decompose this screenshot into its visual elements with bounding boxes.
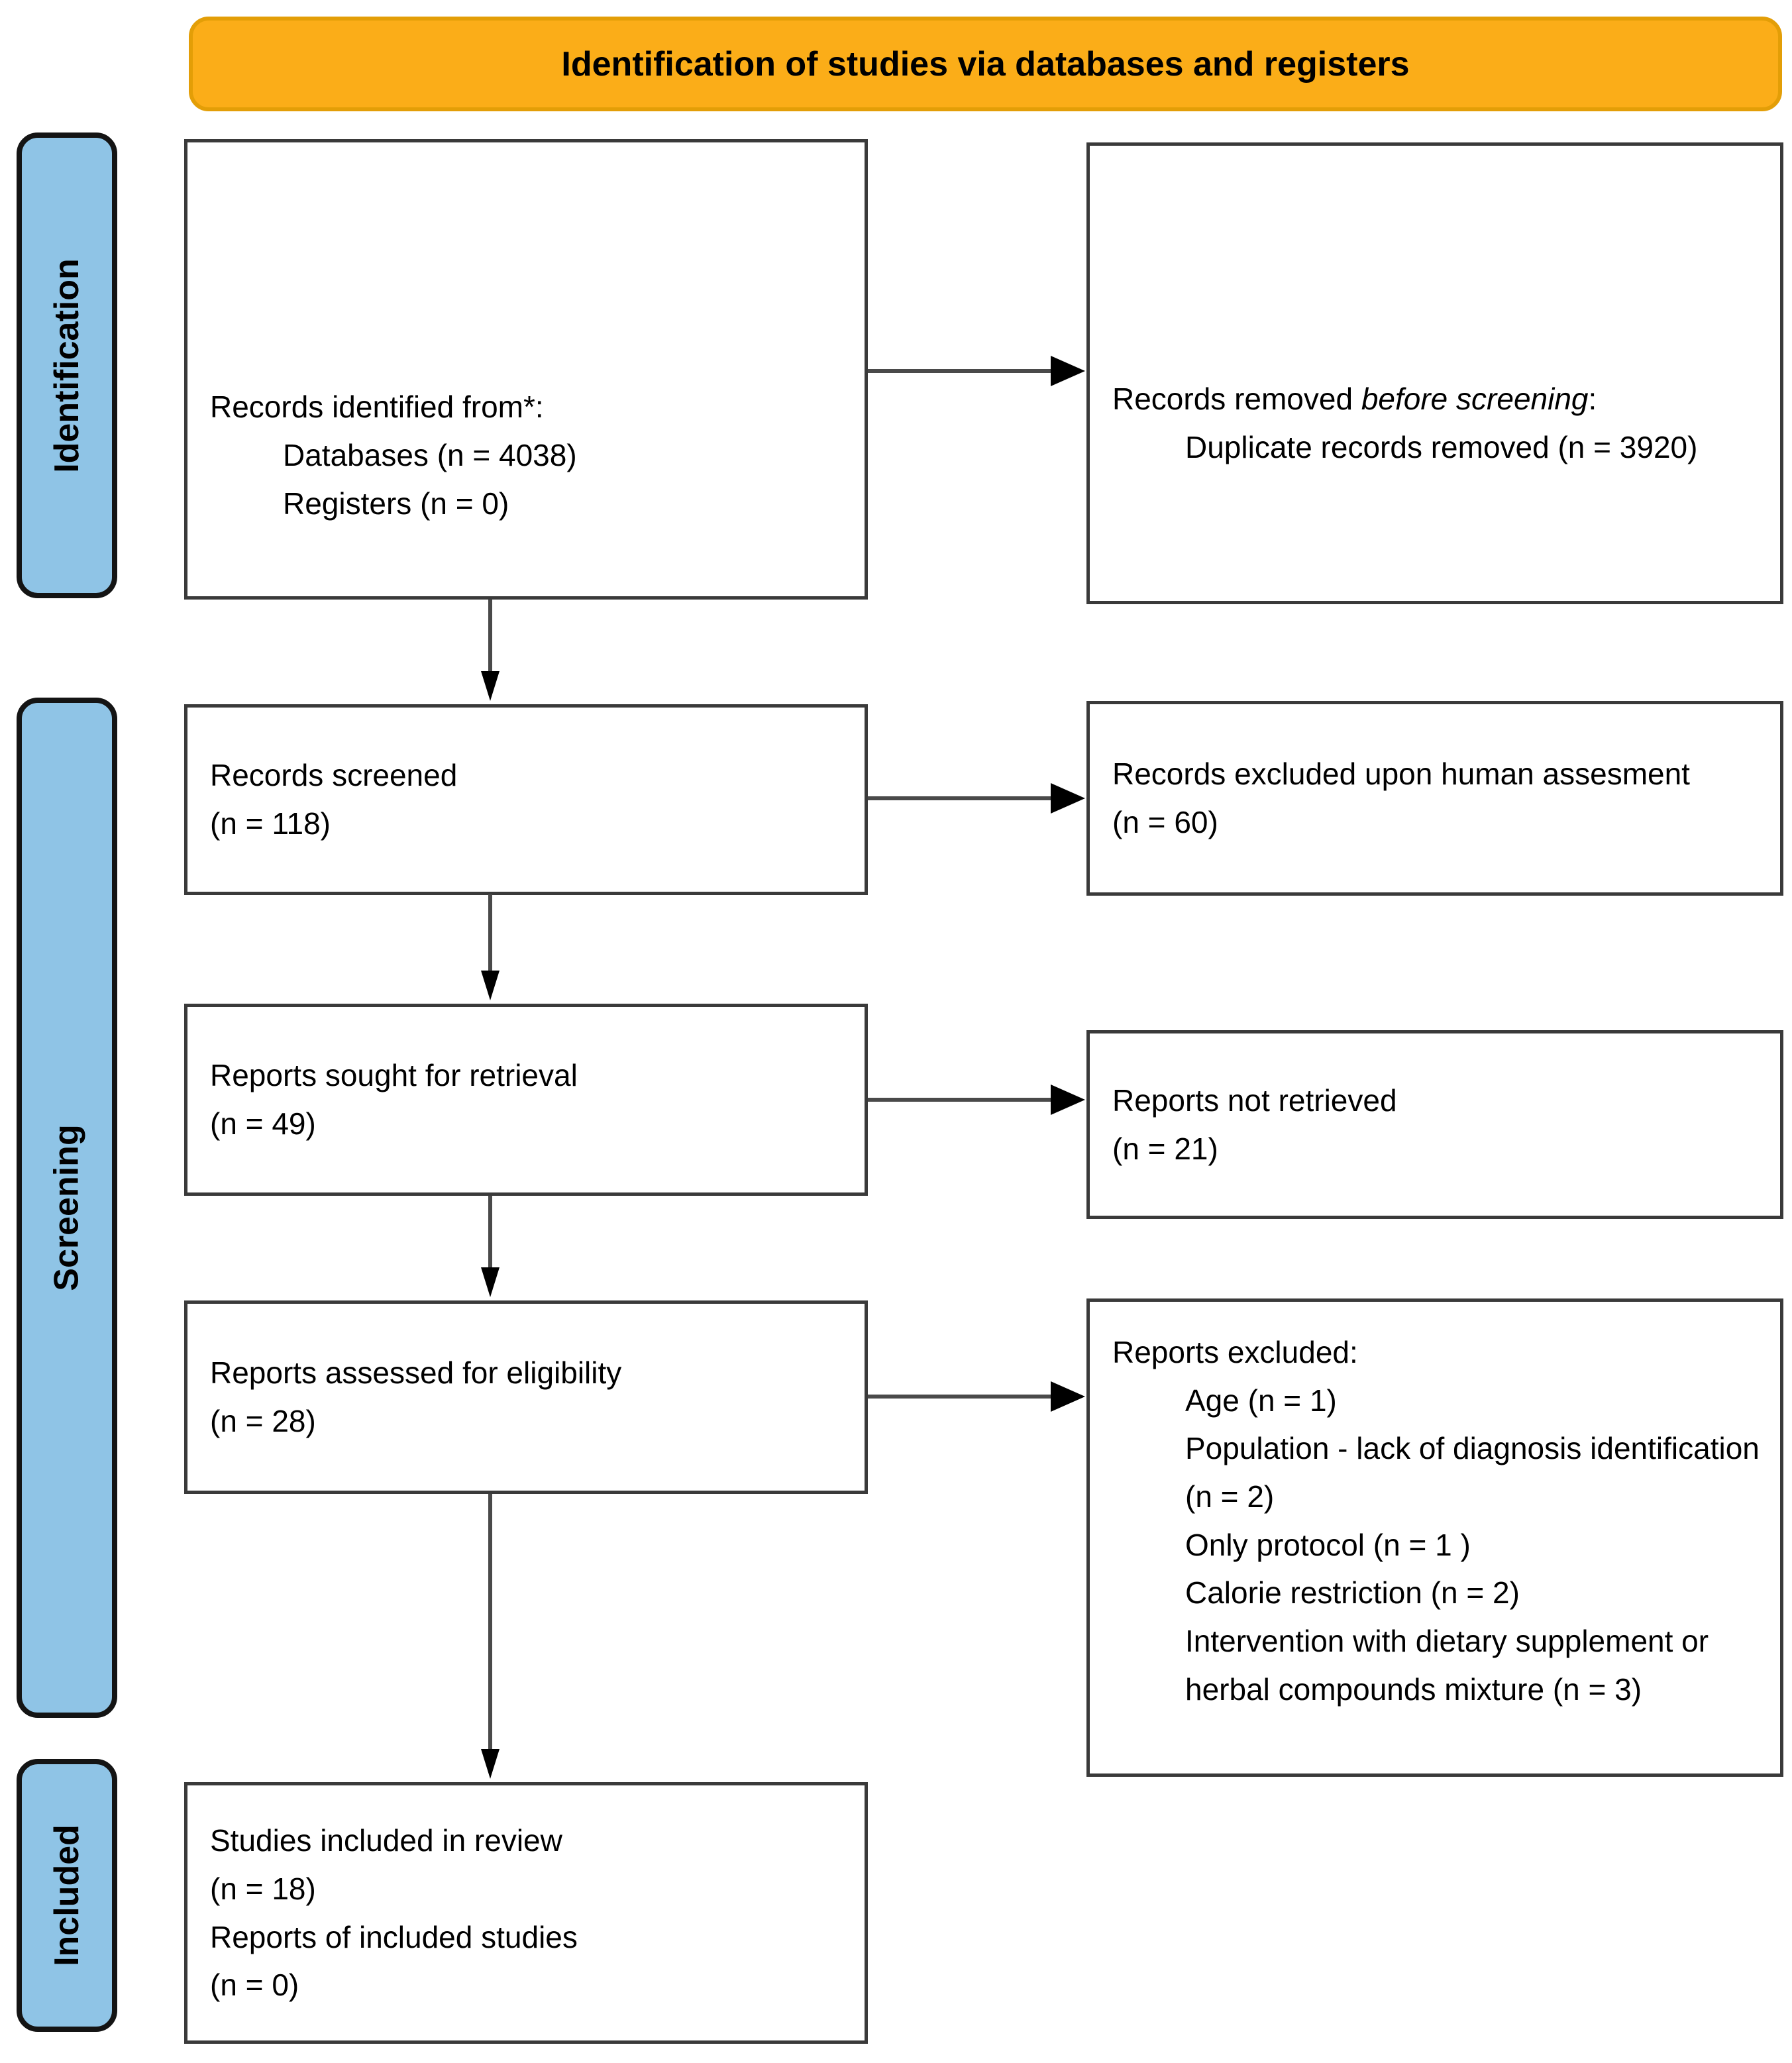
stage-included-label: Included [48, 1825, 87, 1966]
reports-not-retrieved-line1: Reports not retrieved [1112, 1083, 1397, 1118]
records-identified-item-registers: Registers (n = 0) [283, 486, 509, 521]
banner-title: Identification of studies via databases … [189, 17, 1782, 111]
reports-sought-line2: (n = 49) [210, 1106, 316, 1141]
arrow-screened-to-excluded [868, 796, 1051, 800]
stage-identification-label: Identification [48, 258, 86, 473]
box-reports-excluded: Reports excluded: Age (n = 1) Population… [1086, 1298, 1783, 1777]
reports-not-retrieved-line2: (n = 21) [1112, 1131, 1218, 1166]
records-removed-heading-italic: before screening [1361, 381, 1589, 416]
box-studies-included: Studies included in review (n = 18) Repo… [184, 1782, 868, 2044]
records-removed-heading-suffix: : [1588, 381, 1597, 416]
box-records-screened: Records screened (n = 118) [184, 704, 868, 895]
records-excluded-line2: (n = 60) [1112, 805, 1218, 839]
box-records-identified: Records identified from*: Databases (n =… [184, 139, 868, 600]
stage-included: Included [17, 1759, 117, 2032]
banner-title-text: Identification of studies via databases … [561, 44, 1410, 83]
reports-excluded-item-calorie: Calorie restriction (n = 2) [1185, 1575, 1520, 1611]
stage-screening: Screening [17, 698, 117, 1718]
reports-excluded-item-intervention: Intervention with dietary supplement or … [1185, 1624, 1709, 1707]
stage-identification: Identification [17, 132, 117, 598]
arrow-assessed-to-included [488, 1494, 492, 1749]
records-screened-line2: (n = 118) [210, 806, 331, 841]
studies-included-line1: Studies included in review [210, 1823, 562, 1858]
box-reports-not-retrieved: Reports not retrieved (n = 21) [1086, 1030, 1783, 1219]
reports-sought-line1: Reports sought for retrieval [210, 1058, 578, 1093]
arrow-sought-to-assessed [488, 1196, 492, 1267]
records-removed-heading: Records removed before screening: [1112, 375, 1762, 423]
box-reports-assessed: Reports assessed for eligibility (n = 28… [184, 1300, 868, 1494]
studies-included-line4: (n = 0) [210, 1968, 299, 2003]
arrow-assessed-to-excluded [868, 1395, 1051, 1399]
records-screened-line1: Records screened [210, 758, 458, 793]
studies-included-line3: Reports of included studies [210, 1919, 578, 1954]
reports-assessed-line1: Reports assessed for eligibility [210, 1355, 622, 1391]
stage-screening-label: Screening [48, 1124, 87, 1291]
studies-included-line2: (n = 18) [210, 1871, 316, 1906]
box-reports-sought: Reports sought for retrieval (n = 49) [184, 1004, 868, 1196]
records-identified-item-databases: Databases (n = 4038) [283, 438, 577, 473]
arrow-screened-to-sought [488, 894, 492, 971]
records-removed-item-duplicates: Duplicate records removed (n = 3920) [1185, 429, 1698, 464]
reports-excluded-item-protocol: Only protocol (n = 1 ) [1185, 1527, 1471, 1562]
arrow-sought-to-not-retrieved [868, 1098, 1051, 1102]
reports-assessed-line2: (n = 28) [210, 1404, 316, 1438]
records-excluded-line1: Records excluded upon human assesment [1112, 757, 1690, 792]
arrow-identified-to-removed [868, 369, 1051, 373]
reports-excluded-item-population: Population - lack of diagnosis identific… [1185, 1431, 1760, 1514]
records-identified-heading: Records identified from*: [210, 390, 544, 425]
arrow-identified-to-screened [488, 600, 492, 671]
box-records-removed: Records removed before screening: Duplic… [1086, 142, 1783, 604]
reports-excluded-heading: Reports excluded: [1112, 1335, 1358, 1369]
records-removed-heading-normal: Records removed [1112, 381, 1361, 416]
reports-excluded-item-age: Age (n = 1) [1185, 1383, 1337, 1418]
box-records-excluded: Records excluded upon human assesment (n… [1086, 701, 1783, 896]
